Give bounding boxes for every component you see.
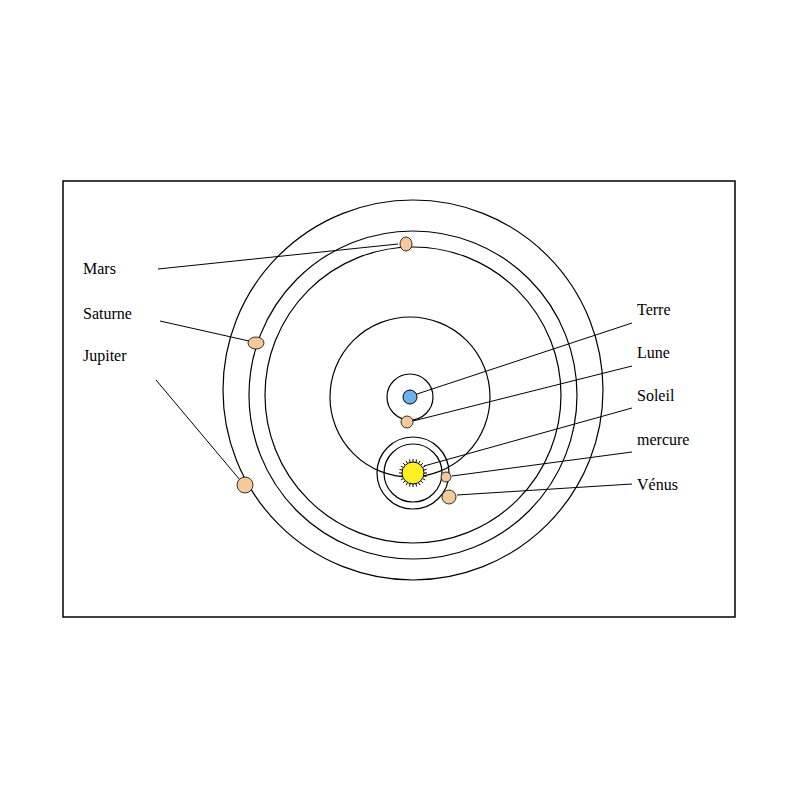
venus [442,490,456,504]
planet-label: Soleil [637,388,674,404]
leader-line [424,408,632,466]
leader-line [158,244,398,269]
sun-rays [399,459,427,487]
venus-orbit [377,437,449,509]
mercury-orbit [384,444,442,502]
orbit-outer [223,200,603,580]
earth [403,390,417,404]
jupiter [237,477,253,493]
leader-line [156,380,240,480]
saturn [248,337,264,349]
planet-label: Terre [637,302,671,318]
planet-label: Lune [637,345,670,361]
leader-line [413,366,632,421]
frame [63,181,735,617]
planet-label: Jupiter [83,348,127,364]
sun-orbit [330,317,490,477]
leader-line [414,323,632,395]
mercury [441,472,451,482]
moon-orbit [387,374,433,420]
planet-label: Mars [83,261,116,277]
sun [402,462,424,484]
orbit-middle [249,231,577,559]
planet-label: Vénus [637,477,678,493]
planet-label: Saturne [83,306,132,322]
planet-label: mercure [637,432,689,448]
leader-line [452,452,632,476]
leader-line [160,321,249,341]
mars [400,237,412,251]
leader-line [457,484,632,495]
moon [401,416,413,428]
